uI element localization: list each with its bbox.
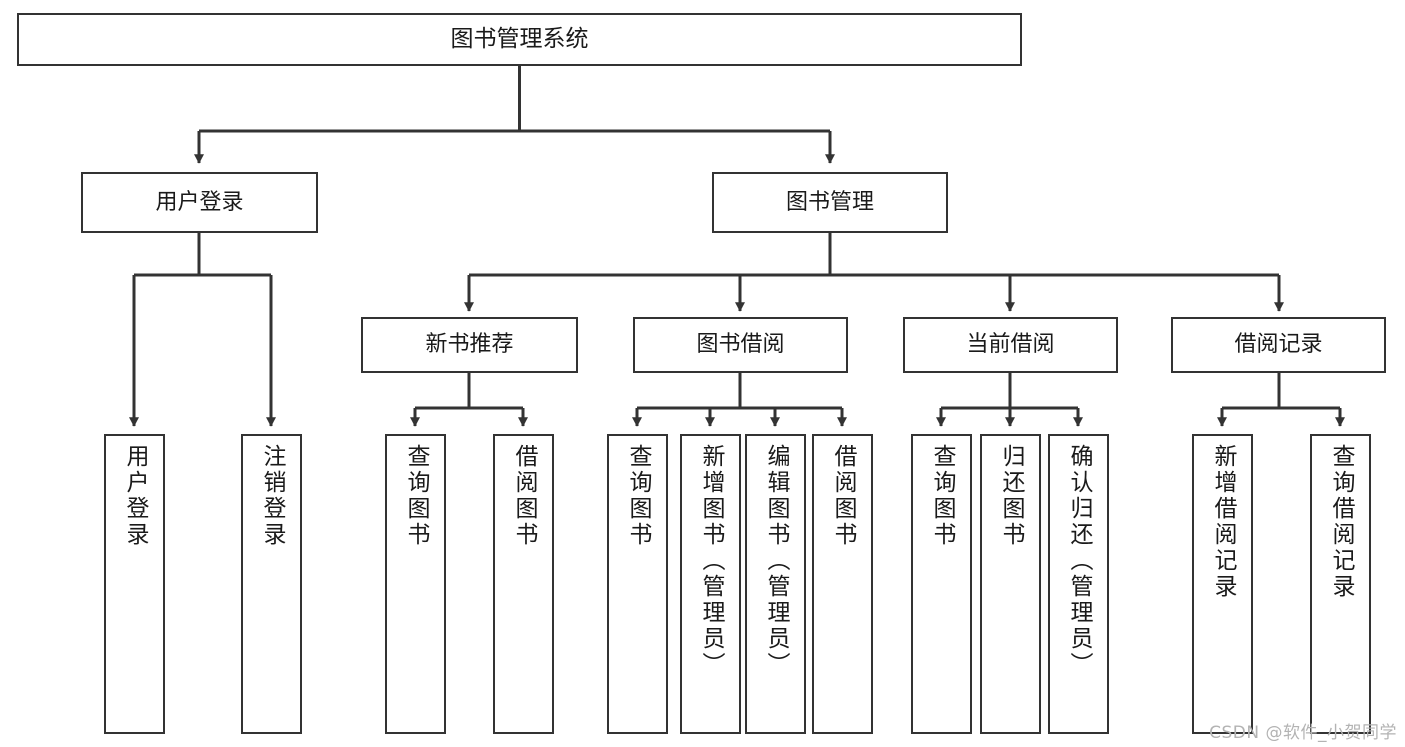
node-label: 归还图书 [998, 444, 1024, 548]
node-root-book-management-system[interactable]: 图书管理系统 [17, 13, 1022, 66]
node-book-borrow[interactable]: 图书借阅 [633, 317, 848, 373]
node-label: 用户登录 [155, 189, 244, 215]
node-new-book-recommend[interactable]: 新书推荐 [361, 317, 578, 373]
node-current-borrow[interactable]: 当前借阅 [903, 317, 1118, 373]
node-leaf-return-book[interactable]: 归还图书 [980, 434, 1041, 734]
node-label: 借阅记录 [1234, 332, 1323, 358]
node-label: 查询图书 [403, 444, 429, 548]
node-label: 查询借阅记录 [1328, 444, 1354, 600]
node-borrow-record[interactable]: 借阅记录 [1171, 317, 1386, 373]
node-label: 图书借阅 [696, 332, 785, 358]
node-label: 当前借阅 [966, 332, 1055, 358]
node-label: 注销登录 [259, 444, 285, 548]
node-label: 查询图书 [625, 444, 651, 548]
node-label: 借阅图书 [511, 444, 537, 548]
node-leaf-user-login[interactable]: 用户登录 [104, 434, 165, 734]
node-leaf-edit-book-admin[interactable]: 编辑图书（管理员） [745, 434, 806, 734]
node-leaf-query-borrow-record[interactable]: 查询借阅记录 [1310, 434, 1371, 734]
node-label: 查询图书 [929, 444, 955, 548]
node-label: 新增借阅记录 [1210, 444, 1236, 600]
node-leaf-borrow-book-borrow[interactable]: 借阅图书 [812, 434, 873, 734]
node-label: 用户登录 [122, 444, 148, 548]
node-label: 新书推荐 [425, 332, 514, 358]
node-leaf-borrow-book-recommend[interactable]: 借阅图书 [493, 434, 554, 734]
node-leaf-logout-login[interactable]: 注销登录 [241, 434, 302, 734]
node-label: 图书管理系统 [450, 25, 589, 52]
node-leaf-add-book-admin[interactable]: 新增图书（管理员） [680, 434, 741, 734]
node-label: 编辑图书（管理员） [763, 444, 789, 678]
node-leaf-query-book-recommend[interactable]: 查询图书 [385, 434, 446, 734]
node-label: 新增图书（管理员） [698, 444, 724, 678]
node-leaf-confirm-return-admin[interactable]: 确认归还（管理员） [1048, 434, 1109, 734]
node-book-management[interactable]: 图书管理 [712, 172, 948, 233]
node-leaf-query-book-current[interactable]: 查询图书 [911, 434, 972, 734]
node-leaf-query-book-borrow[interactable]: 查询图书 [607, 434, 668, 734]
node-leaf-add-borrow-record[interactable]: 新增借阅记录 [1192, 434, 1253, 734]
node-label: 确认归还（管理员） [1066, 444, 1092, 678]
node-label: 借阅图书 [830, 444, 856, 548]
node-user-login[interactable]: 用户登录 [81, 172, 318, 233]
node-label: 图书管理 [785, 189, 874, 215]
